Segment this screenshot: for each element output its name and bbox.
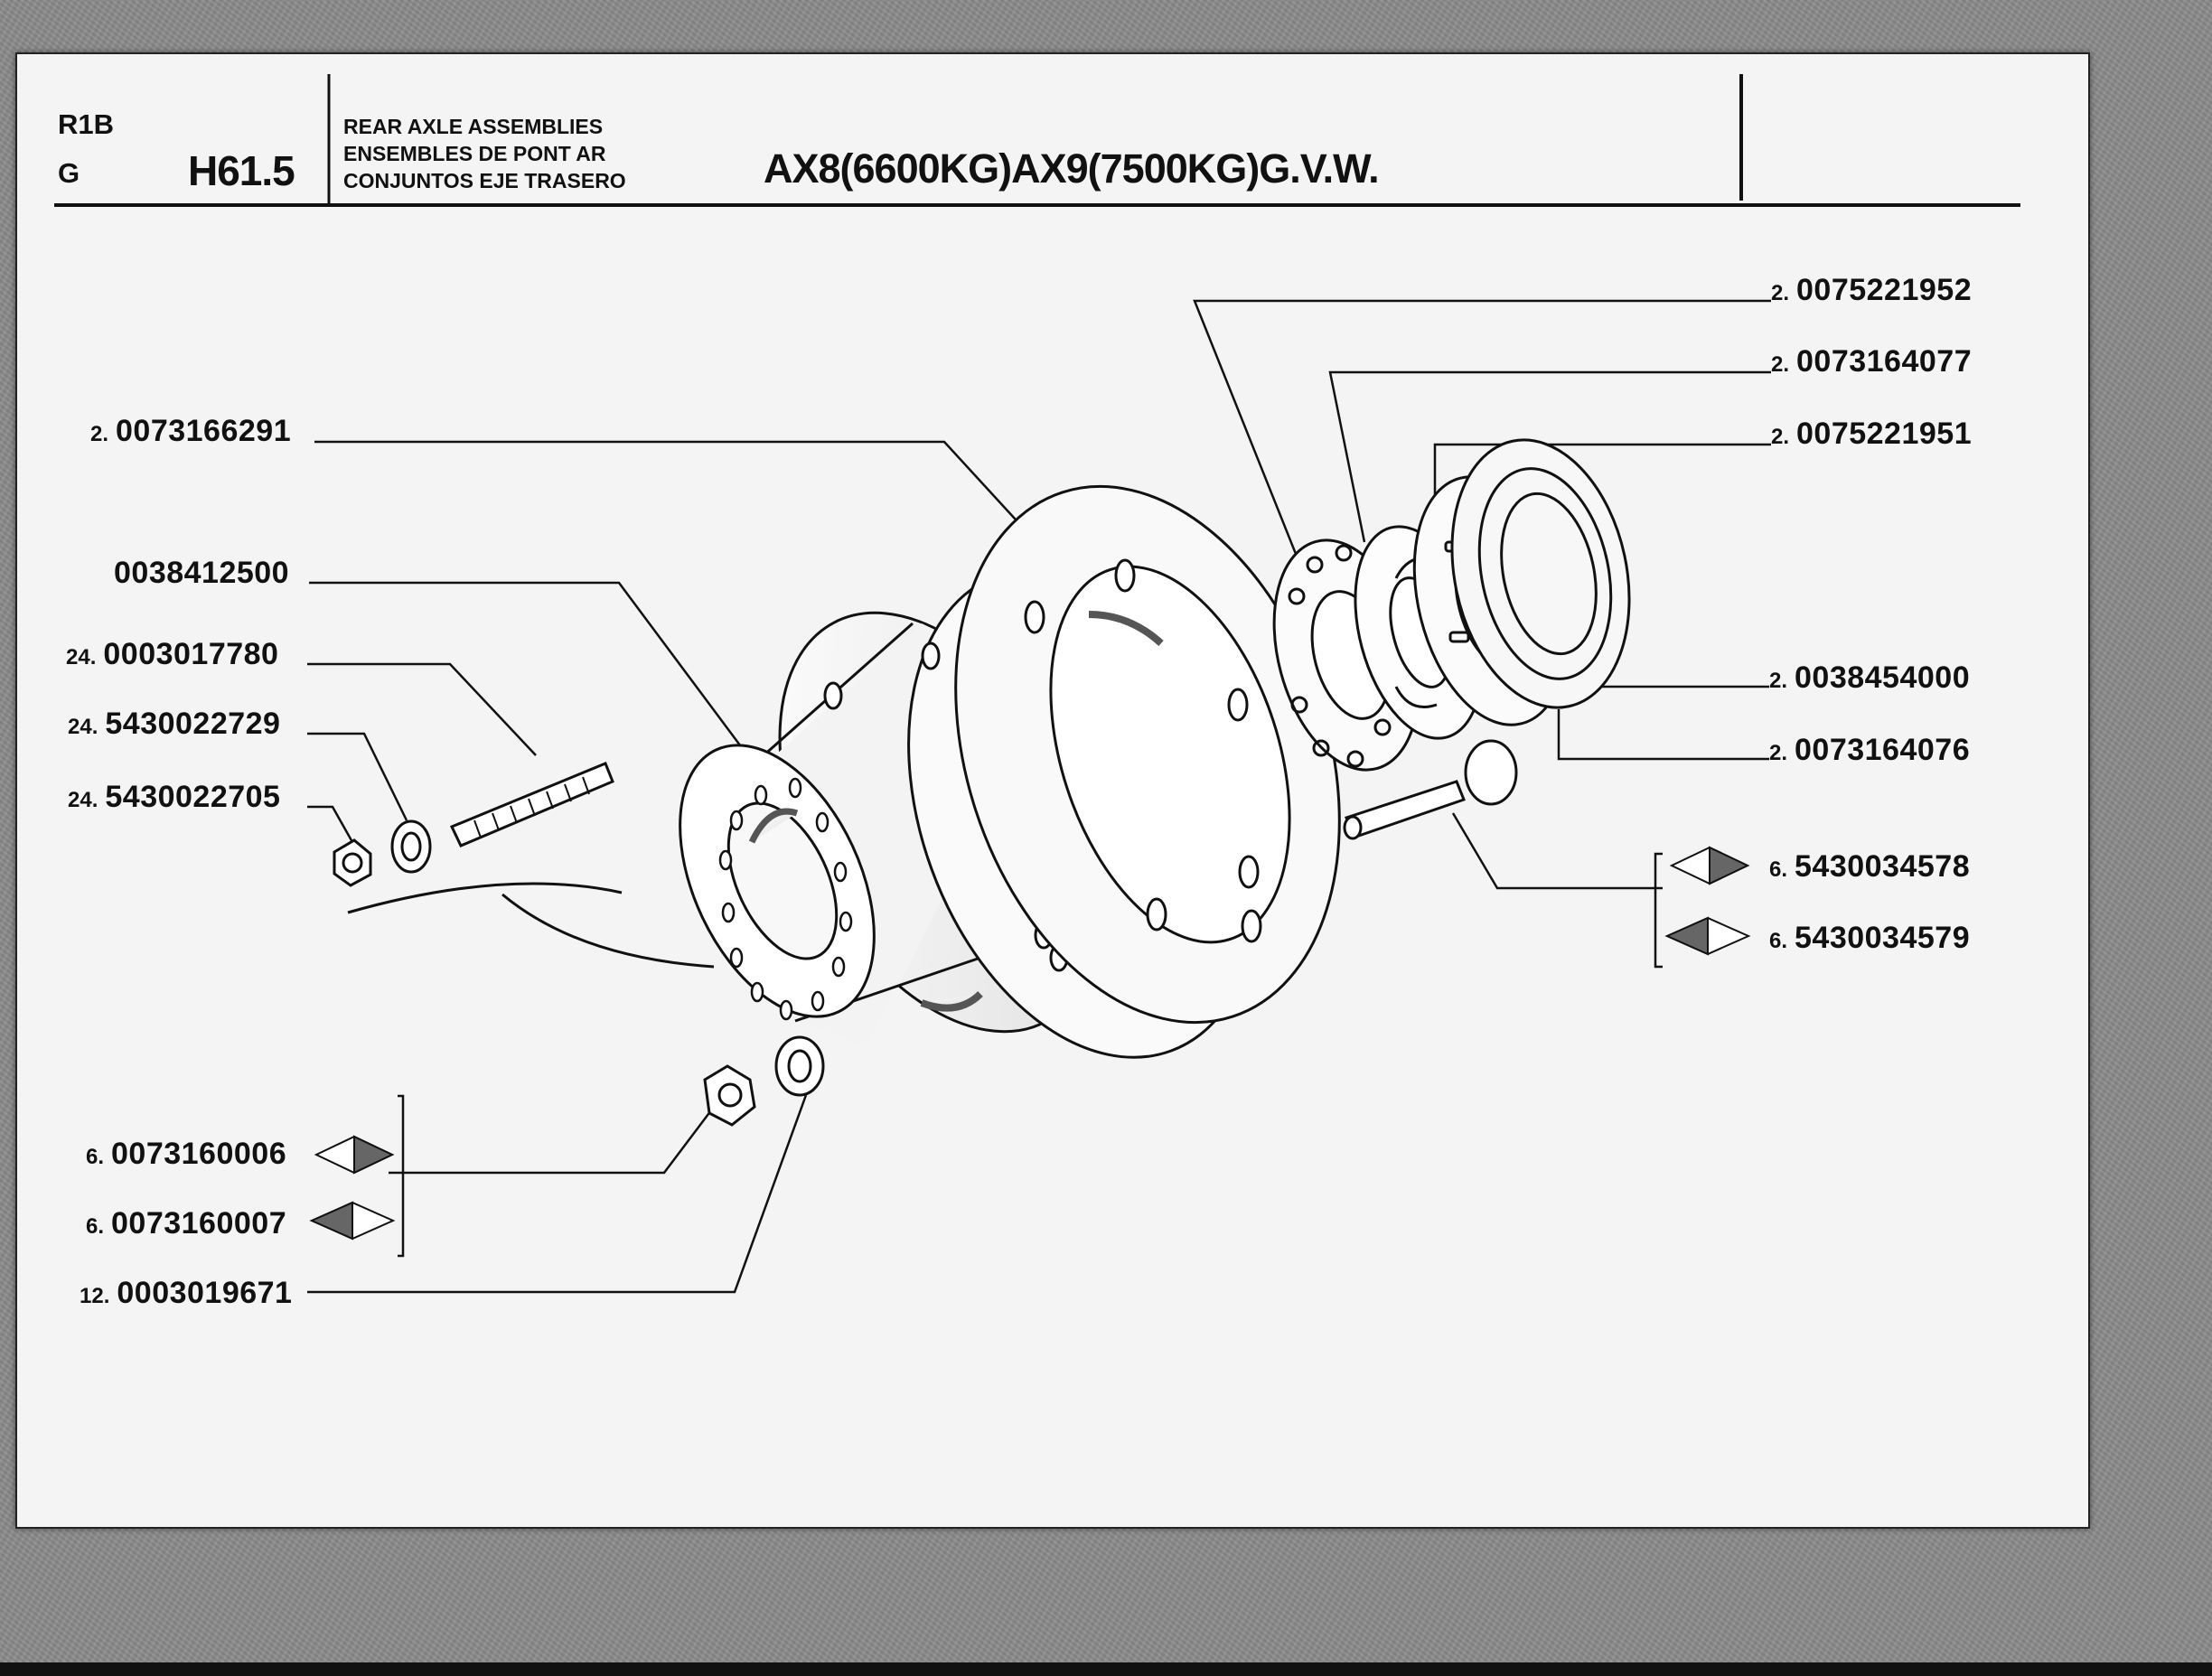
callout-5430034578: 6. 5430034578 xyxy=(1769,849,1970,885)
callout-0075221951: 2. 0075221951 xyxy=(1771,417,1972,452)
part-number: 0075221951 xyxy=(1796,417,1973,451)
hub-bolt-holes xyxy=(718,777,853,1021)
left-half-shaded-diamond-icon xyxy=(309,1201,396,1241)
right-half-shaded-diamond-icon xyxy=(1669,846,1750,885)
description-spanish: CONJUNTOS EJE TRASERO xyxy=(343,169,626,192)
right-half-shaded-diamond-icon xyxy=(314,1135,395,1175)
callout-quantity: 24. xyxy=(68,788,98,812)
wheel-nut xyxy=(703,1064,756,1127)
callout-0038454000: 2. 0038454000 xyxy=(1769,660,1970,696)
part-number: 0075221952 xyxy=(1796,273,1973,307)
callout-quantity: 6. xyxy=(86,1145,105,1169)
callout-0038412500: 0038412500 xyxy=(114,556,289,591)
part-number: 0073160007 xyxy=(111,1206,287,1241)
group-code: G xyxy=(58,157,80,189)
callout-quantity: 24. xyxy=(66,645,97,669)
header-rules xyxy=(54,74,2020,207)
description-english: REAR AXLE ASSEMBLIES xyxy=(343,115,604,138)
part-number: 5430022729 xyxy=(105,707,281,741)
callout-0003019671: 12. 0003019671 xyxy=(80,1276,292,1311)
page-reference: H61.5 xyxy=(188,147,295,194)
part-number: 0073166291 xyxy=(116,414,292,448)
callout-quantity: 2. xyxy=(1771,352,1790,377)
hub-pointer-curve xyxy=(501,893,715,969)
stud-pointer-curve xyxy=(347,882,623,914)
callout-5430022705: 24. 5430022705 xyxy=(68,780,280,815)
part-number: 0038412500 xyxy=(114,556,290,590)
part-number: 5430034578 xyxy=(1795,849,1971,884)
callout-quantity: 12. xyxy=(80,1284,110,1308)
bearing-cup xyxy=(1450,438,1631,709)
callout-quantity: 2. xyxy=(1771,281,1790,305)
part-number: 5430034579 xyxy=(1795,921,1971,955)
stud-nut xyxy=(333,838,372,887)
page-title: AX8(6600KG)AX9(7500KG)G.V.W. xyxy=(764,145,1380,192)
scan-bottom-edge xyxy=(0,1662,2212,1676)
callout-quantity: 2. xyxy=(90,422,109,446)
part-number: 0073160006 xyxy=(111,1137,287,1171)
callout-quantity: 6. xyxy=(1769,929,1788,953)
left-half-shaded-diamond-icon xyxy=(1664,916,1751,956)
callout-0073164077: 2. 0073164077 xyxy=(1771,344,1972,379)
callout-quantity: 6. xyxy=(86,1214,105,1239)
callout-quantity: 2. xyxy=(1771,425,1790,449)
callout-0075221952: 2. 0075221952 xyxy=(1771,273,1972,308)
callout-0073166291: 2. 0073166291 xyxy=(90,414,291,449)
callout-quantity: 6. xyxy=(1769,857,1788,882)
callout-5430022729: 24. 5430022729 xyxy=(68,707,280,742)
callout-quantity: 2. xyxy=(1769,669,1788,693)
brake-drum-ring xyxy=(954,484,1341,1025)
wheel-stud xyxy=(449,762,614,847)
callout-quantity: 2. xyxy=(1769,741,1788,765)
callout-0003017780: 24. 0003017780 xyxy=(66,637,278,672)
hub-cap-screw xyxy=(1343,739,1518,840)
callout-0073164076: 2. 0073164076 xyxy=(1769,733,1970,768)
part-number: 5430022705 xyxy=(105,780,281,814)
description-french: ENSEMBLES DE PONT AR xyxy=(343,142,606,165)
callout-0073160007: 6. 0073160007 xyxy=(86,1206,286,1241)
part-number: 0038454000 xyxy=(1795,660,1971,695)
wheel-washer xyxy=(774,1035,825,1097)
part-number: 0073164076 xyxy=(1795,733,1971,767)
leader-lines xyxy=(307,299,1771,1294)
stud-washer xyxy=(390,819,432,874)
callout-5430034579: 6. 5430034579 xyxy=(1769,921,1970,956)
part-number: 0003019671 xyxy=(117,1276,293,1310)
part-number: 0073164077 xyxy=(1796,344,1973,379)
part-number: 0003017780 xyxy=(103,637,279,671)
callout-0073160006: 6. 0073160006 xyxy=(86,1137,286,1172)
callout-quantity: 24. xyxy=(68,715,98,739)
section-code: R1B xyxy=(58,108,115,140)
